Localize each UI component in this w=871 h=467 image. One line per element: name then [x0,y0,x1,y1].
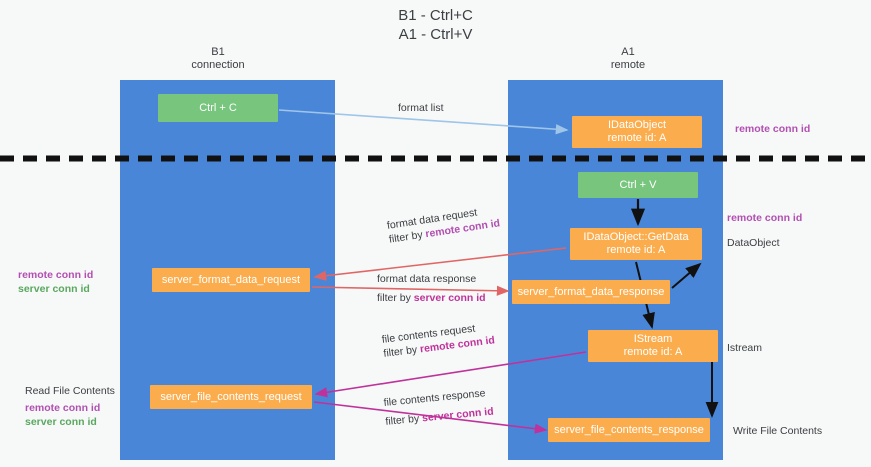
annotation-remote-conn-id-mid-text: remote conn id [727,212,803,224]
edge-label-file-contents-response: file contents response filter by server … [383,386,494,429]
annotation-remote-conn-id-mid: remote conn id [727,211,802,225]
phase-separator [0,155,871,162]
box-idataobject[interactable]: IDataObject remote id: A [572,116,702,148]
filter-prefix: filter by [384,412,423,428]
box-idataobject-label: IDataObject [607,119,667,131]
box-getdata-label: IDataObject::GetData [583,231,689,243]
box-server-format-data-response[interactable]: server_format_data_response [512,280,670,304]
column-header-a1: A1 remote [610,46,646,71]
annotation-read-file-contents-text: Read File Contents [25,385,115,397]
box-server-file-contents-request-label: server_file_contents_request [160,390,302,403]
annotation-left-server-conn-id-2: server conn id [25,416,97,428]
edge-label-format-data-response-line1: format data response [377,273,477,285]
box-server-format-data-request[interactable]: server_format_data_request [152,268,310,292]
box-ctrl-v[interactable]: Ctrl + V [578,172,698,198]
edge-label-format-data-response-line2: filter by server conn id [377,291,486,305]
filter-prefix: filter by [377,292,414,304]
annotation-remote-conn-id-top: remote conn id [735,122,810,136]
annotation-istream-text: Istream [727,342,763,354]
box-server-file-contents-request[interactable]: server_file_contents_request [150,385,312,409]
annotation-remote-conn-id-top-text: remote conn id [735,123,811,135]
box-idataobject-getdata[interactable]: IDataObject::GetData remote id: A [570,228,702,260]
annotation-left-server-conn-id-1: server conn id [18,283,90,295]
annotation-left-remote-conn-id-1: remote conn id [18,269,94,281]
edge-label-format-data-request: format data request filter by remote con… [386,202,501,246]
annotation-left-remote-conn-id-2: remote conn id [25,402,101,414]
annotation-istream: Istream [727,341,762,355]
edge-label-format-list-text: format list [398,102,444,114]
box-server-file-contents-response-label: server_file_contents_response [554,423,704,436]
annotation-write-file-contents: Write File Contents [733,424,822,438]
column-header-b1: B1 connection [191,46,245,71]
edge-label-format-list: format list [398,101,444,115]
page-title: B1 - Ctrl+C A1 - Ctrl+V [398,7,473,43]
box-ctrl-c-label: Ctrl + C [199,101,237,114]
box-istream-label: IStream [633,333,673,345]
annotation-dataobject: DataObject [727,236,780,250]
filter-prefix: filter by [388,228,427,246]
box-getdata-id: remote id: A [606,244,666,256]
box-server-format-data-request-label: server_format_data_request [161,273,301,286]
box-istream-id: remote id: A [623,346,683,358]
annotation-dataobject-text: DataObject [727,237,780,249]
annotation-left-conn-ids-top: remote conn id server conn id [18,268,93,296]
edge-label-file-contents-request: file contents request filter by remote c… [381,319,496,360]
box-idataobject-id: remote id: A [607,132,667,144]
filter-prefix: filter by [382,343,421,360]
box-istream[interactable]: IStream remote id: A [588,330,718,362]
filter-key-server-conn-id: server conn id [413,292,486,304]
annotation-write-file-contents-text: Write File Contents [733,425,823,437]
edge-label-format-data-response: format data response filter by server co… [377,272,486,305]
box-ctrl-c[interactable]: Ctrl + C [158,94,278,122]
box-ctrl-v-label: Ctrl + V [619,178,657,191]
annotation-read-file-contents: Read File Contents [25,384,115,398]
filter-key-server-conn-id: server conn id [421,405,495,425]
annotation-left-conn-ids-bottom: remote conn id server conn id [25,401,100,429]
box-server-format-data-response-label: server_format_data_response [517,285,665,298]
box-server-file-contents-response[interactable]: server_file_contents_response [548,418,710,442]
